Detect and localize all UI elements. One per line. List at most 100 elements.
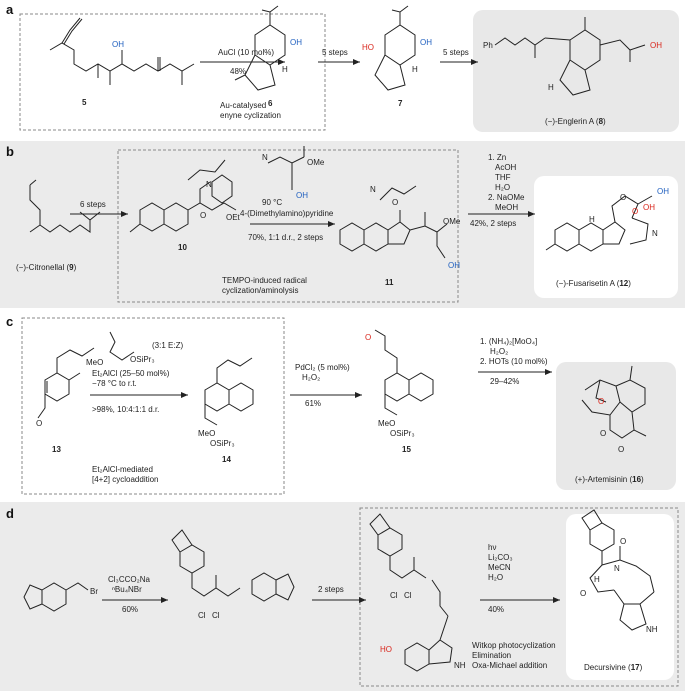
amide-ho: HO [380,645,392,654]
panel-d-h2o: H₂O [488,573,503,582]
compound-5-number: 5 [82,98,87,107]
panel-d-cond-1: Cl₃CCO₂Na [108,575,150,584]
panel-c-mo-2: H₂O₂ [490,347,508,356]
panel-a-yield: 48% [230,67,246,76]
panel-d-label: d [6,506,14,521]
compound-7-h: H [412,65,418,74]
compound-15-o: O [365,333,371,342]
compound-14-meo: MeO [198,429,215,438]
panel-d-hv: hν [488,543,496,552]
compound-15-meo: MeO [378,419,395,428]
panel-b-cond-3: 70%, 1:1 d.r., 2 steps [248,233,323,242]
fusarisetin-ring-oh: OH [643,203,655,212]
compound-6-oh: OH [290,38,302,47]
panel-b-cond-1: 90 °C [262,198,282,207]
ketene-osipr3: OSiPr₃ [130,355,155,364]
panel-d-yield: 60% [122,605,138,614]
panel-c-pd: PdCl₂ (5 mol%) [295,363,350,372]
panel-a-steps-1: 5 steps [322,48,348,57]
panel-a-steps-2: 5 steps [443,48,469,57]
serine-oh: OH [296,191,308,200]
panel-b-cond-2: 4-(Dimethylamino)pyridine [240,209,334,218]
compound-6-h: H [282,65,288,74]
decursivine-name: Decursivine (17) [584,663,643,672]
panel-d-note-2: Elimination [472,651,511,660]
panel-d-mecn: MeCN [488,563,511,572]
decursivine-highlight-box [566,514,674,680]
artemisinin-structure [581,365,647,439]
panel-b-h2o: H₂O [495,183,510,192]
fusarisetin-highlight-box [534,176,678,298]
compound-6-number: 6 [268,99,273,108]
panel-b-dashed-box [117,149,459,303]
panel-b-yield: 42%, 2 steps [470,219,516,228]
panel-c-dashed-box [21,317,285,495]
compound-7-number: 7 [398,99,403,108]
compound-11-n: N [370,185,376,194]
compound-10-structure [129,159,237,233]
amide-cl-1: Cl [390,591,398,600]
compound-5-structure [49,17,195,85]
englerin-h: H [548,83,554,92]
fusarisetin-h: H [589,215,595,224]
panel-c-cond-3: >98%, 10:4:1:1 d.r. [92,405,159,414]
artemisinin-peroxide: O [598,397,604,406]
compound-7-ho: HO [362,43,374,52]
artemisinin-o: O [600,429,606,438]
serine-n: N [262,153,268,162]
panel-a-dashed-box [19,13,326,131]
decursivine-h: H [594,575,600,584]
panel-b-acoh: AcOH [495,163,517,172]
panel-a-note-2: enyne cyclization [220,111,281,120]
amide-intermediate-structure [369,513,453,672]
ester-cl-2: Cl [212,611,220,620]
panel-b-naome: 2. NaOMe [488,193,525,202]
panel-c-note-2: [4+2] cycloaddition [92,475,159,484]
compound-10-n: N [206,180,212,189]
compound-11-oh: OH [448,261,460,270]
panel-b-note-1: TEMPO-induced radical [222,276,307,285]
ketene-meo: MeO [86,358,103,367]
englerin-a-structure [494,17,646,96]
compound-13-structure [37,347,95,419]
panel-a-reagent: AuCl (10 mol%) [218,48,274,57]
compound-5-oh: OH [112,40,124,49]
ester-cl-1: Cl [198,611,206,620]
compound-11-structure [339,185,448,259]
panel-d-note-3: Oxa-Michael addition [472,661,547,670]
serine-ester-structure [267,146,305,190]
fusarisetin-a-structure [545,195,653,252]
amide-cl-2: Cl [404,591,412,600]
compound-13-number: 13 [52,445,61,454]
panel-c-mo-1: 1. (NH₄)₂[MoO₄] [480,337,537,346]
artemisinin-highlight-box [556,362,676,490]
panel-d-li2co3: Li₂CO₃ [488,553,513,562]
panel-d-yield-2: 40% [488,605,504,614]
panel-c-pd-h2o2: H₂O₂ [302,373,320,382]
panel-c-pd-yield: 61% [305,399,321,408]
panel-c-mo-3: 2. HOTs (10 mol%) [480,357,548,366]
panel-c-note-1: Et₂AlCl-mediated [92,465,153,474]
decursivine-nh: NH [646,625,658,634]
decursivine-n: N [614,564,620,573]
panel-c-ratio: (3:1 E:Z) [152,341,183,350]
compound-15-osipr3: OSiPr₃ [390,429,415,438]
compound-11-ome: OMe [443,217,461,226]
citronellal-structure [29,179,101,233]
fusarisetin-ring-o: O [632,207,638,216]
englerin-ph: Ph [483,41,493,50]
compound-15-structure [374,329,434,416]
panel-c-label: c [6,314,13,329]
compound-15-number: 15 [402,445,411,454]
compound-11-number: 11 [385,278,394,287]
panel-d-note-1: Witkop photocyclization [472,641,556,650]
panel-c-cond-2: −78 °C to r.t. [92,379,137,388]
compound-7-oh: OH [420,38,432,47]
fusarisetin-name: (−)-Fusarisetin A (12) [556,279,631,288]
dichloro-ester-structure [171,529,295,602]
artemisinin-name: (+)-Artemisinin (16) [575,475,644,484]
compound-11-o: O [392,198,398,207]
englerin-name: (−)-Englerin A (8) [545,117,606,126]
